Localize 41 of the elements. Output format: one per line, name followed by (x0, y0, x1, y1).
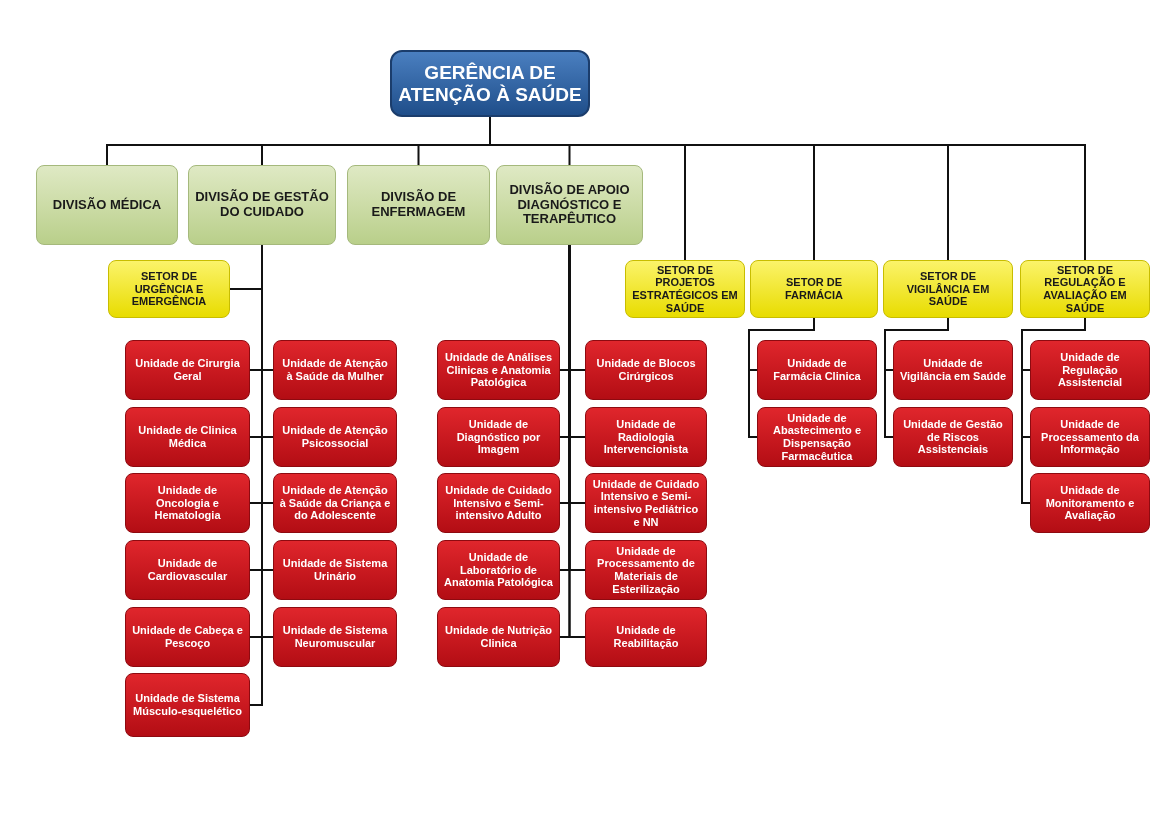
unit-box: Unidade de Cirurgia Geral (125, 340, 250, 400)
division-box: DIVISÃO DE GESTÃO DO CUIDADO (188, 165, 336, 245)
unit-box: Unidade de Radiologia Intervencionista (585, 407, 707, 467)
unit-box: Unidade de Cuidado Intensivo e Semi-intensivo Adulto (437, 473, 560, 533)
division-box: DIVISÃO DE APOIO DIAGNÓSTICO E TERAPÊUTICO (496, 165, 643, 245)
unit-box: Unidade de Nutrição Clinica (437, 607, 560, 667)
management-box: GERÊNCIA DE ATENÇÃO À SAÚDE (390, 50, 590, 117)
unit-box: Unidade de Cabeça e Pescoço (125, 607, 250, 667)
unit-box: Unidade de Processamento da Informação (1030, 407, 1150, 467)
connector-line (748, 317, 815, 438)
unit-box: Unidade de Diagnóstico por Imagem (437, 407, 560, 467)
unit-box: Unidade de Análises Clinicas e Anatomia Patológica (437, 340, 560, 400)
unit-box: Unidade de Monitoramento e Avaliação (1030, 473, 1150, 533)
unit-box: Unidade de Sistema Músculo-esquelético (125, 673, 250, 737)
unit-box: Unidade de Oncologia e Hematologia (125, 473, 250, 533)
unit-box: Unidade de Reabilitação (585, 607, 707, 667)
unit-box: Unidade de Farmácia Clinica (757, 340, 877, 400)
unit-box: Unidade de Sistema Neuromuscular (273, 607, 397, 667)
unit-box: Unidade de Regulação Assistencial (1030, 340, 1150, 400)
unit-box: Unidade de Atenção à Saúde da Criança e do Adolescente (273, 473, 397, 533)
sector-box: SETOR DE VIGILÂNCIA EM SAÚDE (883, 260, 1013, 318)
unit-box: Unidade de Cuidado Intensivo e Semi-intensivo Pediátrico e NN (585, 473, 707, 533)
unit-box: Unidade de Gestão de Riscos Assistenciais (893, 407, 1013, 467)
unit-box: Unidade de Abastecimento e Dispensação Farmacêutica (757, 407, 877, 467)
unit-box: Unidade de Cardiovascular (125, 540, 250, 600)
unit-box: Unidade de Sistema Urinário (273, 540, 397, 600)
division-box: DIVISÃO MÉDICA (36, 165, 178, 245)
connector-line (884, 317, 949, 438)
unit-box: Unidade de Processamento de Materiais de Esterilização (585, 540, 707, 600)
unit-box: Unidade de Vigilância em Saúde (893, 340, 1013, 400)
unit-box: Unidade de Laboratório de Anatomia Patológica (437, 540, 560, 600)
unit-box: Unidade de Atenção à Saúde da Mulher (273, 340, 397, 400)
unit-box: Unidade de Atenção Psicossocial (273, 407, 397, 467)
unit-box: Unidade de Clinica Médica (125, 407, 250, 467)
sector-box: SETOR DE FARMÁCIA (750, 260, 878, 318)
division-box: DIVISÃO DE ENFERMAGEM (347, 165, 490, 245)
connector-line (1021, 317, 1086, 504)
sector-box: SETOR DE URGÊNCIA E EMERGÊNCIA (108, 260, 230, 318)
sector-box: SETOR DE REGULAÇÃO E AVALIAÇÃO EM SAÚDE (1020, 260, 1150, 318)
sector-box: SETOR DE PROJETOS ESTRATÉGICOS EM SAÚDE (625, 260, 745, 318)
unit-box: Unidade de Blocos Cirúrgicos (585, 340, 707, 400)
